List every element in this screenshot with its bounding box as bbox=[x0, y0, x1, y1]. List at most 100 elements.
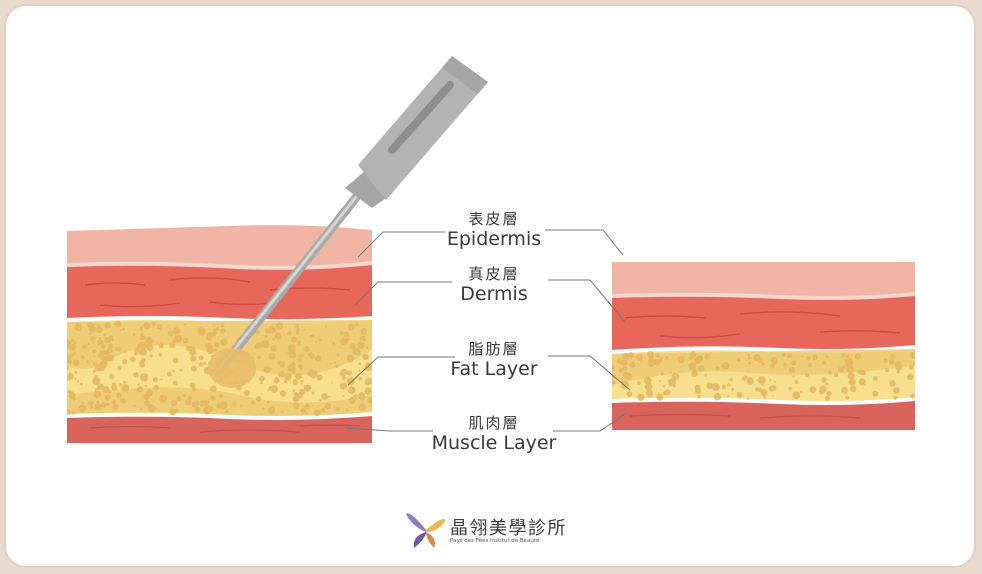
fat-cell-dot bbox=[160, 378, 163, 381]
fat-cell-dot bbox=[107, 389, 112, 394]
fat-cell-dot bbox=[316, 374, 323, 381]
fat-cell-dot bbox=[826, 355, 829, 358]
fat-cell-dot bbox=[342, 395, 345, 398]
fat-cell-dot bbox=[357, 392, 366, 400]
fat-cell-dot bbox=[288, 344, 296, 352]
fat-cell-dot bbox=[220, 328, 226, 334]
fat-cell-dot bbox=[637, 393, 645, 401]
fat-cell-dot bbox=[770, 363, 775, 369]
fat-cell-dot bbox=[800, 390, 803, 393]
fat-cell-dot bbox=[72, 397, 76, 401]
fat-cell-dot bbox=[71, 353, 75, 356]
fat-cell-dot bbox=[770, 357, 779, 365]
fat-cell-dot bbox=[210, 385, 217, 393]
fat-cell-dot bbox=[747, 370, 750, 373]
fat-cell-dot bbox=[729, 377, 734, 382]
fat-cell-dot bbox=[67, 359, 70, 364]
fat-cell-dot bbox=[824, 395, 830, 401]
fat-cell-dot bbox=[159, 394, 167, 403]
fat-cell-dot bbox=[706, 382, 714, 390]
fat-cell-dot bbox=[825, 382, 829, 386]
fat-cell-dot bbox=[292, 396, 299, 403]
fat-cell-dot bbox=[139, 407, 143, 411]
fat-cell-dot bbox=[612, 381, 616, 384]
fat-cell-dot bbox=[287, 364, 296, 373]
fat-cell-dot bbox=[139, 362, 146, 368]
fat-cell-dot bbox=[625, 372, 633, 380]
fat-cell-dot bbox=[74, 370, 78, 374]
fat-cell-dot bbox=[207, 407, 212, 412]
fat-cell-dot bbox=[232, 401, 237, 407]
fat-cell-dot bbox=[190, 355, 197, 362]
fat-cell-dot bbox=[197, 326, 206, 335]
fat-cell-dot bbox=[114, 320, 122, 328]
fat-cell-dot bbox=[833, 372, 839, 378]
fat-cell-dot bbox=[92, 377, 101, 386]
fat-cell-dot bbox=[909, 352, 915, 359]
fat-cell-dot bbox=[315, 340, 317, 343]
fat-cell-dot bbox=[250, 400, 256, 405]
fat-cell-dot bbox=[748, 356, 751, 360]
fat-cell-dot bbox=[212, 331, 217, 336]
fat-cell-dot bbox=[845, 360, 853, 369]
fat-cell-dot bbox=[286, 331, 292, 336]
fat-cell-dot bbox=[883, 358, 888, 363]
liposuction-cannula bbox=[208, 56, 488, 388]
fat-cell-dot bbox=[854, 353, 862, 360]
label-fat-en: Fat Layer bbox=[450, 358, 538, 380]
fat-cell-dot bbox=[697, 394, 701, 399]
fat-cell-dot bbox=[664, 389, 671, 396]
fat-cell-dot bbox=[93, 390, 101, 398]
fat-cell-dot bbox=[313, 409, 321, 417]
label-dermis-zh: 真皮層 bbox=[468, 265, 520, 283]
fat-cell-dot bbox=[314, 355, 322, 362]
fat-cell-dot bbox=[206, 346, 215, 355]
fat-cell-dot bbox=[757, 379, 760, 382]
fat-cell-dot bbox=[665, 356, 669, 360]
label-epidermis-en: Epidermis bbox=[446, 228, 542, 250]
fat-cell-dot bbox=[872, 390, 879, 397]
fat-cell-dot bbox=[92, 341, 95, 345]
fat-cell-dot bbox=[158, 343, 164, 349]
fat-cell-dot bbox=[788, 386, 792, 391]
fat-cell-dot bbox=[801, 355, 804, 358]
fat-cell-dot bbox=[122, 359, 128, 365]
fat-cell-dot bbox=[890, 353, 896, 360]
fat-cell-dot bbox=[618, 367, 624, 373]
fat-cell-dot bbox=[354, 322, 359, 327]
fat-cell-dot bbox=[352, 347, 361, 355]
fat-cell-dot bbox=[87, 321, 93, 328]
fat-cell-dot bbox=[133, 372, 139, 378]
fat-cell-dot bbox=[258, 375, 265, 382]
fat-cell-dot bbox=[262, 407, 265, 410]
fat-cell-dot bbox=[857, 369, 863, 375]
fat-cell-dot bbox=[298, 353, 302, 358]
fat-cell-dot bbox=[139, 326, 144, 331]
fat-cell-dot bbox=[111, 384, 118, 391]
fat-cell-dot bbox=[339, 382, 347, 390]
fat-cell-dot bbox=[359, 335, 366, 341]
fat-cell-dot bbox=[174, 334, 183, 343]
fat-cell-dot bbox=[821, 377, 827, 383]
fat-cell-dot bbox=[362, 353, 369, 361]
fat-cell-dot bbox=[828, 370, 833, 375]
fat-cell-dot bbox=[809, 386, 817, 393]
fat-cell-dot bbox=[74, 323, 83, 332]
fat-cell-dot bbox=[295, 330, 300, 335]
fat-cell-dot bbox=[360, 328, 367, 335]
fat-cell-dot bbox=[67, 409, 71, 415]
fat-cell-dot bbox=[67, 365, 70, 371]
fat-cell-dot bbox=[157, 324, 163, 330]
fat-cell-dot bbox=[109, 373, 115, 379]
fat-cell-dot bbox=[172, 357, 179, 364]
fat-cell-dot bbox=[367, 397, 372, 404]
fat-cell-dot bbox=[143, 393, 150, 400]
fat-cell-dot bbox=[321, 407, 326, 412]
fat-cell-dot bbox=[845, 395, 850, 400]
fat-cell-dot bbox=[137, 383, 140, 386]
fat-cell-dot bbox=[99, 350, 102, 352]
fat-cell-dot bbox=[166, 325, 169, 328]
fat-cell-dot bbox=[268, 353, 276, 360]
fat-cell-dot bbox=[848, 379, 856, 386]
fat-cell-dot bbox=[69, 343, 77, 351]
